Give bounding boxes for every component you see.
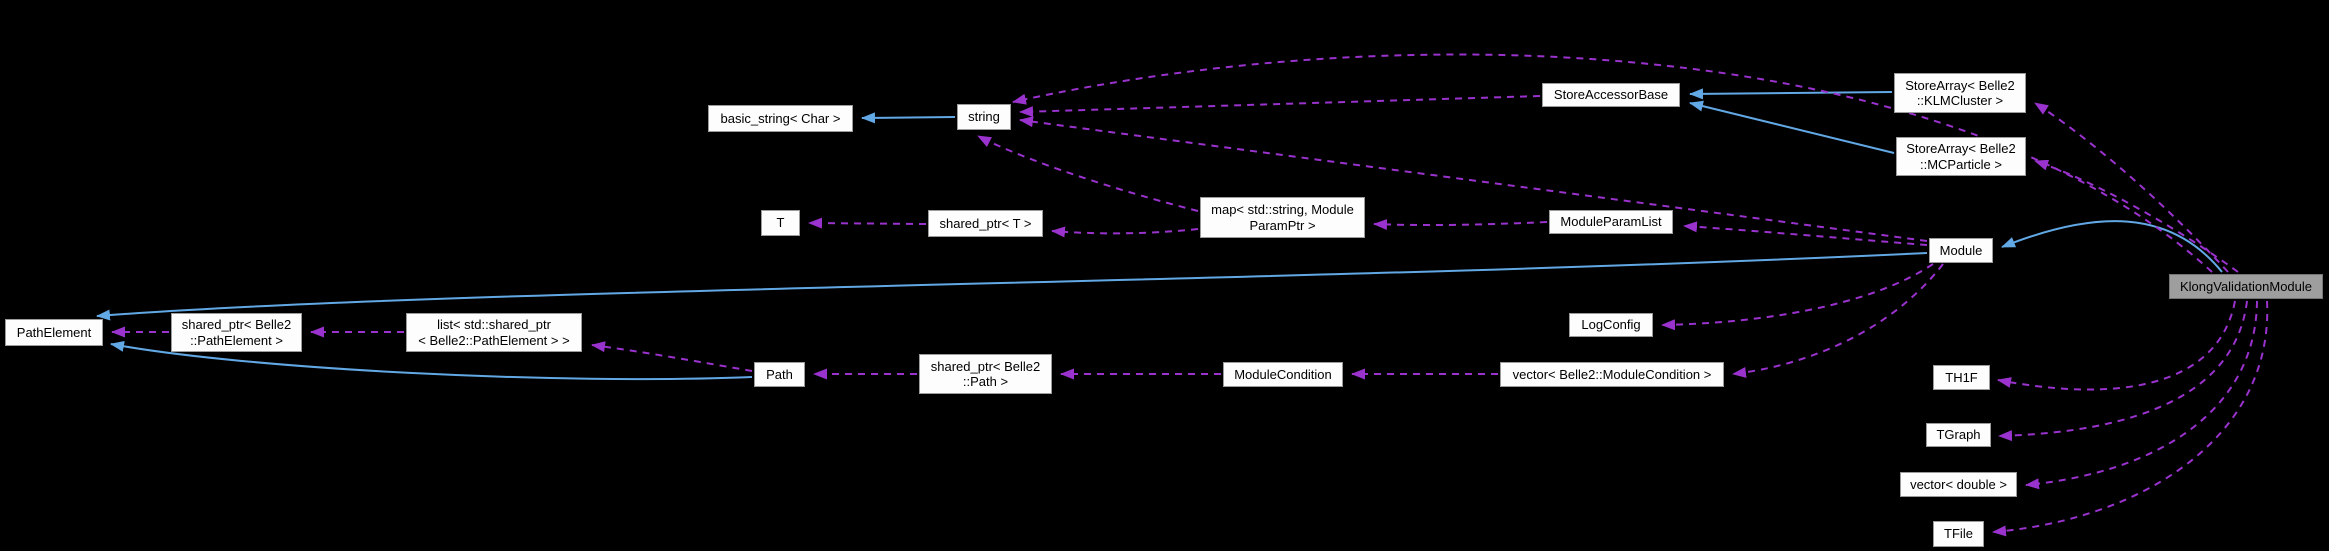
edge-module-to-logconfig [1661, 263, 1934, 331]
edge-map-to-string [977, 135, 1199, 212]
node-vector-module-condition[interactable]: vector< Belle2::ModuleCondition > [1500, 362, 1724, 387]
node-klong-validation-module[interactable]: KlongValidationModule [2169, 274, 2323, 299]
edge-map-to-sharedptr-t [1051, 226, 1199, 238]
edge-string-to-basic-string [861, 112, 956, 124]
edge-moduleparamlist-to-map [1373, 219, 1548, 231]
node-th1f[interactable]: TH1F [1933, 365, 1990, 390]
edge-storearray-mcparticle-to-storeaccessorbase [1689, 100, 1895, 154]
edge-klongvalidationmodule-to-tgraph [1998, 300, 2248, 442]
node-basic-string[interactable]: basic_string< Char > [708, 105, 853, 132]
edge-klongvalidationmodule-to-vector-double [2025, 300, 2258, 490]
edge-module-to-pathelement [96, 252, 1928, 321]
node-t[interactable]: T [761, 210, 800, 236]
node-tgraph[interactable]: TGraph [1926, 423, 1991, 447]
edge-module-to-moduleparamlist [1683, 221, 1928, 246]
node-store-array-klmcluster[interactable]: StoreArray< Belle2 ::KLMCluster > [1894, 73, 2026, 113]
edge-klongvalidationmodule-to-string [1012, 53, 2213, 273]
node-vector-double[interactable]: vector< double > [1900, 472, 2017, 497]
node-module-condition[interactable]: ModuleCondition [1223, 362, 1343, 387]
edge-klongvalidationmodule-to-th1f [1997, 300, 2236, 391]
node-shared-ptr-path-element[interactable]: shared_ptr< Belle2 ::PathElement > [171, 313, 302, 352]
node-tfile[interactable]: TFile [1933, 521, 1984, 547]
node-path[interactable]: Path [754, 362, 805, 387]
node-module-param-list[interactable]: ModuleParamList [1549, 210, 1673, 234]
node-log-config[interactable]: LogConfig [1569, 313, 1653, 337]
edge-klongvalidationmodule-to-storearray-mcparticle [2034, 159, 2239, 273]
node-path-element[interactable]: PathElement [5, 319, 103, 346]
edge-storeaccessorbase-to-string [1019, 95, 1541, 118]
node-module[interactable]: Module [1929, 238, 1993, 263]
node-list-shared-ptr-path-element[interactable]: list< std::shared_ptr < Belle2::PathElem… [406, 313, 582, 352]
edge-klongvalidationmodule-to-storearray-klmcluster [2034, 102, 2229, 273]
edge-klongvalidationmodule-to-module [2001, 220, 2223, 273]
edge-path-to-pathelement [110, 340, 753, 381]
edge-path-to-list [591, 341, 753, 372]
edge-klongvalidationmodule-to-tfile [1992, 300, 2269, 537]
node-store-accessor-base[interactable]: StoreAccessorBase [1542, 83, 1680, 107]
edge-module-to-vector-modulecondition [1732, 263, 1944, 378]
node-shared-ptr-path[interactable]: shared_ptr< Belle2 ::Path > [919, 354, 1052, 394]
edge-sharedptr-t-to-t [808, 217, 927, 229]
edge-storearray-klmcluster-to-storeaccessorbase [1689, 88, 1893, 100]
node-store-array-mcparticle[interactable]: StoreArray< Belle2 ::MCParticle > [1896, 137, 2026, 176]
edge-module-to-string [1019, 116, 1928, 242]
node-string[interactable]: string [957, 104, 1011, 130]
node-map-moduleparamptr[interactable]: map< std::string, Module ParamPtr > [1200, 197, 1365, 238]
node-shared-ptr-t[interactable]: shared_ptr< T > [928, 210, 1043, 237]
